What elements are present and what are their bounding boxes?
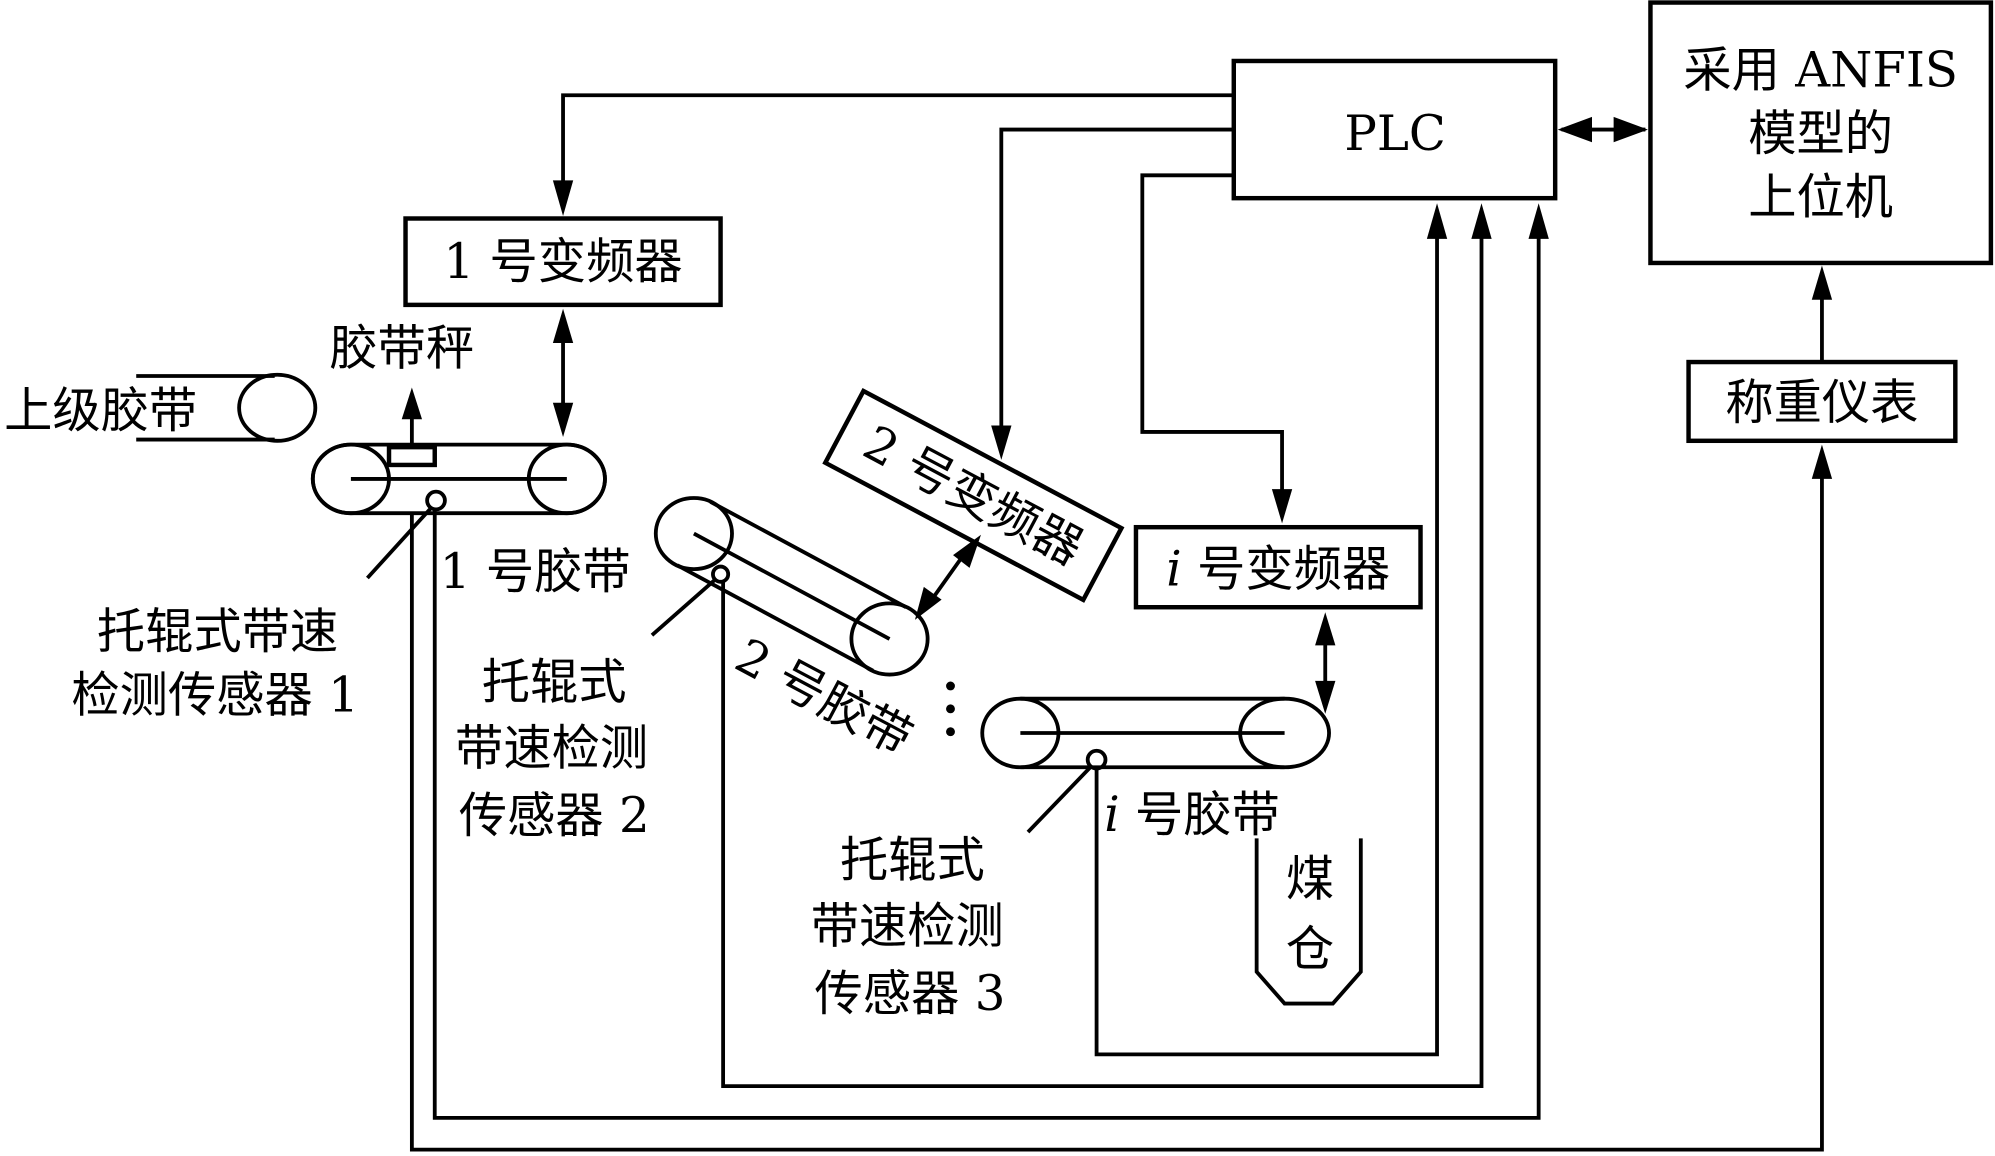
belt1-label: 1 号胶带: [440, 544, 631, 600]
host-computer-block: 采用 ANFIS 模型的 上位机: [1648, 0, 1994, 266]
ellipsis-dot: [946, 727, 955, 737]
coal-bunker: 煤 仓: [1254, 838, 1363, 1006]
host-label-line2: 模型的: [1748, 106, 1893, 162]
feedback-lines: [409, 203, 1833, 1152]
ellipsis-dot: [946, 704, 955, 714]
bunker-label-line2: 仓: [1286, 921, 1334, 977]
belt1: 胶带秤 1 号胶带 托辊式带速 检测传感器 1: [71, 321, 630, 724]
idler-sensor1: [425, 489, 447, 512]
arrowhead-down-icon: [991, 425, 1012, 460]
vfdi-block: i 号变频器: [1133, 173, 1423, 714]
sensor1-label-line2: 检测传感器 1: [71, 667, 358, 723]
arrowhead-down-icon: [1315, 680, 1336, 714]
vfd2-links: [914, 127, 1234, 620]
sensor3-label-line2: 带速检测: [811, 899, 1004, 955]
plc-host-link: [1557, 116, 1648, 143]
belti: i 号胶带 托辊式 带速检测 传感器 3: [811, 696, 1331, 1022]
arrowhead-up-icon: [552, 308, 574, 343]
arrowhead-left-icon: [1557, 116, 1593, 143]
sensor3-label-line3: 传感器 3: [815, 966, 1006, 1022]
arrowhead-down-icon: [552, 402, 574, 437]
vfdi-label: i 号变频器: [1166, 542, 1390, 598]
vfd1-block: 1 号变频器: [403, 93, 1234, 437]
idler-sensor2: [711, 564, 731, 584]
host-label-line3: 上位机: [1748, 169, 1893, 225]
arrowhead-icon: [953, 534, 981, 568]
sensor2-label-line2: 带速检测: [455, 721, 648, 777]
sensor3-label-line1: 托辊式: [840, 833, 985, 889]
arrowhead-icon: [914, 586, 942, 620]
belt2-label: 2 号胶带: [726, 628, 921, 767]
arrowhead-up-icon: [1471, 203, 1492, 239]
upper-belt: 上级胶带: [4, 372, 318, 443]
ellipsis-dot: [946, 681, 955, 691]
weigh-meter-label: 称重仪表: [1725, 375, 1918, 431]
belt-scale-block: [386, 444, 437, 468]
vfd1-label: 1 号变频器: [443, 234, 682, 290]
weigh-meter-block: 称重仪表: [1686, 265, 1958, 444]
arrowhead-right-icon: [1613, 116, 1648, 143]
arrowhead-down-icon: [1271, 489, 1293, 524]
sensor2-label-line1: 托辊式: [482, 655, 627, 711]
bunker-label-line1: 煤: [1286, 852, 1334, 908]
upper-belt-label: 上级胶带: [4, 383, 197, 439]
belti-label: i 号胶带: [1104, 787, 1280, 843]
arrowhead-up-icon: [1811, 444, 1833, 479]
arrowhead-up-icon: [1315, 612, 1336, 646]
plc-label: PLC: [1344, 106, 1445, 162]
vfd2-block: 2 号变频器: [822, 387, 1125, 603]
arrowhead-down-icon: [552, 180, 574, 216]
plc-block: PLC: [1231, 58, 1558, 201]
sensor2-label-line3: 传感器 2: [459, 788, 650, 844]
arrowhead-up-icon: [401, 387, 423, 420]
arrowhead-up-icon: [1811, 265, 1833, 300]
host-label-line1: 采用 ANFIS: [1683, 42, 1958, 98]
sensor1-label-line1: 托辊式带速: [97, 604, 338, 660]
arrowhead-up-icon: [1528, 203, 1549, 239]
belt-scale-label: 胶带秤: [329, 321, 474, 377]
arrowhead-up-icon: [1426, 203, 1448, 239]
